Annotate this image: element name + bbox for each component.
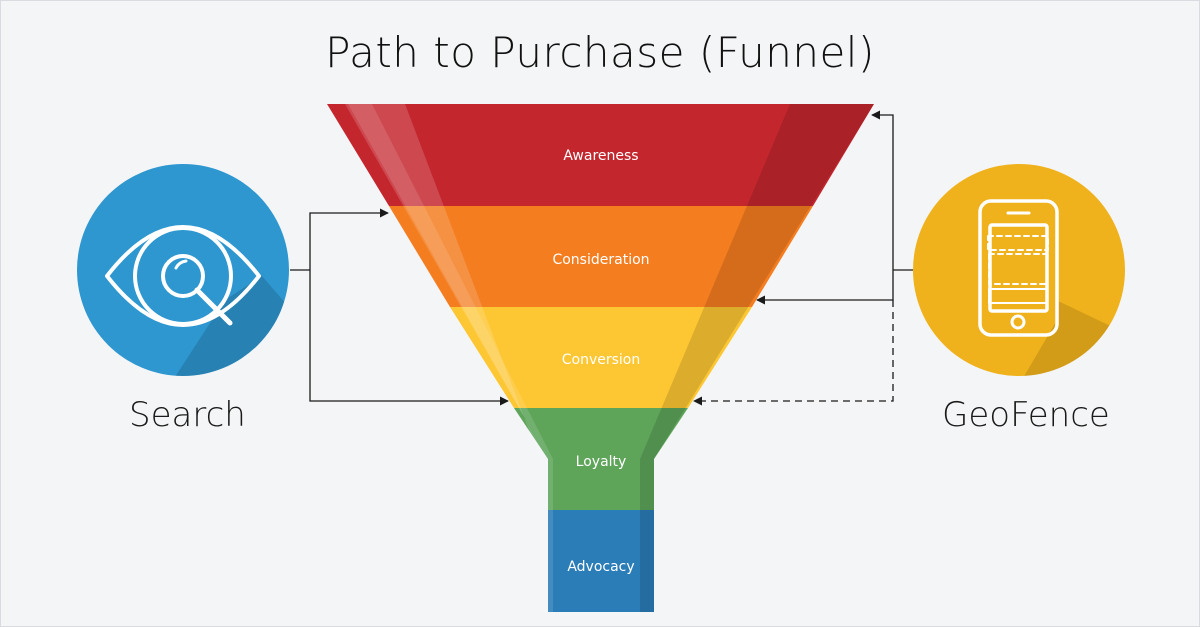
geofence-label: GeoFence <box>942 395 1110 435</box>
geofence-connectors <box>693 110 913 406</box>
funnel-stage-advocacy[interactable] <box>548 510 654 612</box>
page-title: Path to Purchase (Funnel) <box>325 28 875 77</box>
funnel-stage-loyalty[interactable] <box>514 408 688 510</box>
stage-label-advocacy: Advocacy <box>567 559 634 575</box>
funnel-stage-consideration[interactable] <box>389 206 813 307</box>
stage-label-awareness: Awareness <box>563 148 638 164</box>
search-label: Search <box>129 395 246 435</box>
eye-search-icon <box>105 225 261 327</box>
stage-label-conversion: Conversion <box>562 352 641 368</box>
funnel-stage-awareness[interactable] <box>327 104 874 206</box>
stage-label-loyalty: Loyalty <box>576 454 627 470</box>
search-circle <box>77 164 289 376</box>
search-source[interactable] <box>77 164 300 400</box>
mobile-phone-icon <box>978 199 1059 337</box>
geofence-source[interactable] <box>913 164 1140 400</box>
funnel <box>327 104 874 612</box>
geofence-circle <box>913 164 1125 376</box>
funnel-stage-conversion[interactable] <box>450 307 752 408</box>
stage-label-consideration: Consideration <box>552 252 649 268</box>
funnel-shadow-right <box>640 104 874 612</box>
search-connectors <box>290 208 509 406</box>
stage-labels: Awareness Consideration Conversion Loyal… <box>552 148 649 575</box>
